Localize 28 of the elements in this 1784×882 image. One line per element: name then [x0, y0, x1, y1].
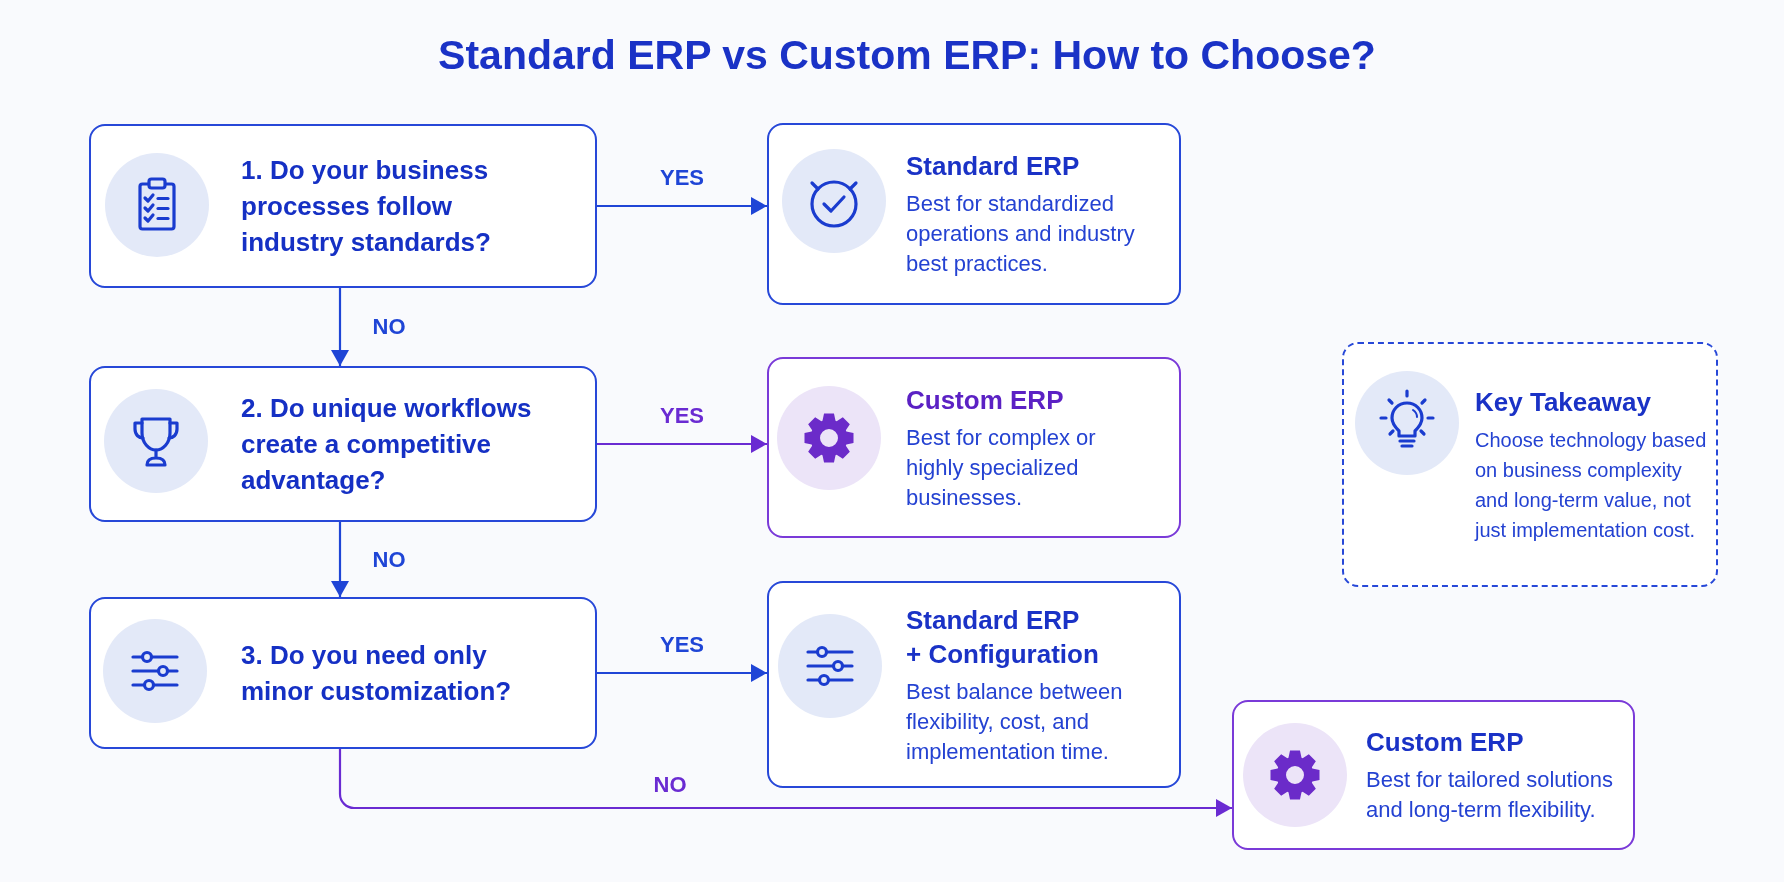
result-box: [767, 581, 1181, 788]
result-title: Standard ERP: [906, 150, 1081, 183]
result-title: Custom ERP: [906, 383, 1065, 417]
result-description: Best for tailored solutions and long-term flexibility.: [1366, 766, 1615, 824]
result-description: Best for complex or highly specialized businesses.: [906, 423, 1097, 512]
result-box: [767, 123, 1181, 305]
arrow: [338, 749, 1232, 817]
question-text: 3. Do you need only minor customization?: [241, 639, 513, 708]
question-box: [89, 124, 597, 288]
arrow: [331, 522, 349, 597]
result-description: Best balance between flexibility, cost, and implementation time.: [906, 677, 1124, 766]
arrow: [597, 197, 767, 215]
result-title: Standard ERP + Configuration: [906, 603, 1100, 671]
arrow: [597, 435, 767, 453]
result-description: Best for standardized operations and industry best practices.: [906, 190, 1136, 278]
result-title: Custom ERP: [1366, 726, 1525, 759]
diagram-title: Standard ERP vs Custom ERP: How to Choose?: [437, 31, 1377, 80]
result-box: [767, 357, 1181, 538]
question-box: [89, 366, 597, 522]
question-text: 2. Do unique workflows create a competitive advantage?: [241, 392, 533, 497]
question-text: 1. Do your business processes follow industry standards?: [241, 154, 492, 259]
takeaway-box: [1342, 342, 1718, 587]
question-box: [89, 597, 597, 749]
result-box: [1232, 700, 1635, 850]
takeaway-text: Choose technology based on business complexity and long-term value, not just implementation cost.: [1475, 427, 1708, 543]
takeaway-title: Key Takeaway: [1475, 385, 1652, 419]
arrow: [331, 288, 349, 366]
arrow: [597, 664, 767, 682]
